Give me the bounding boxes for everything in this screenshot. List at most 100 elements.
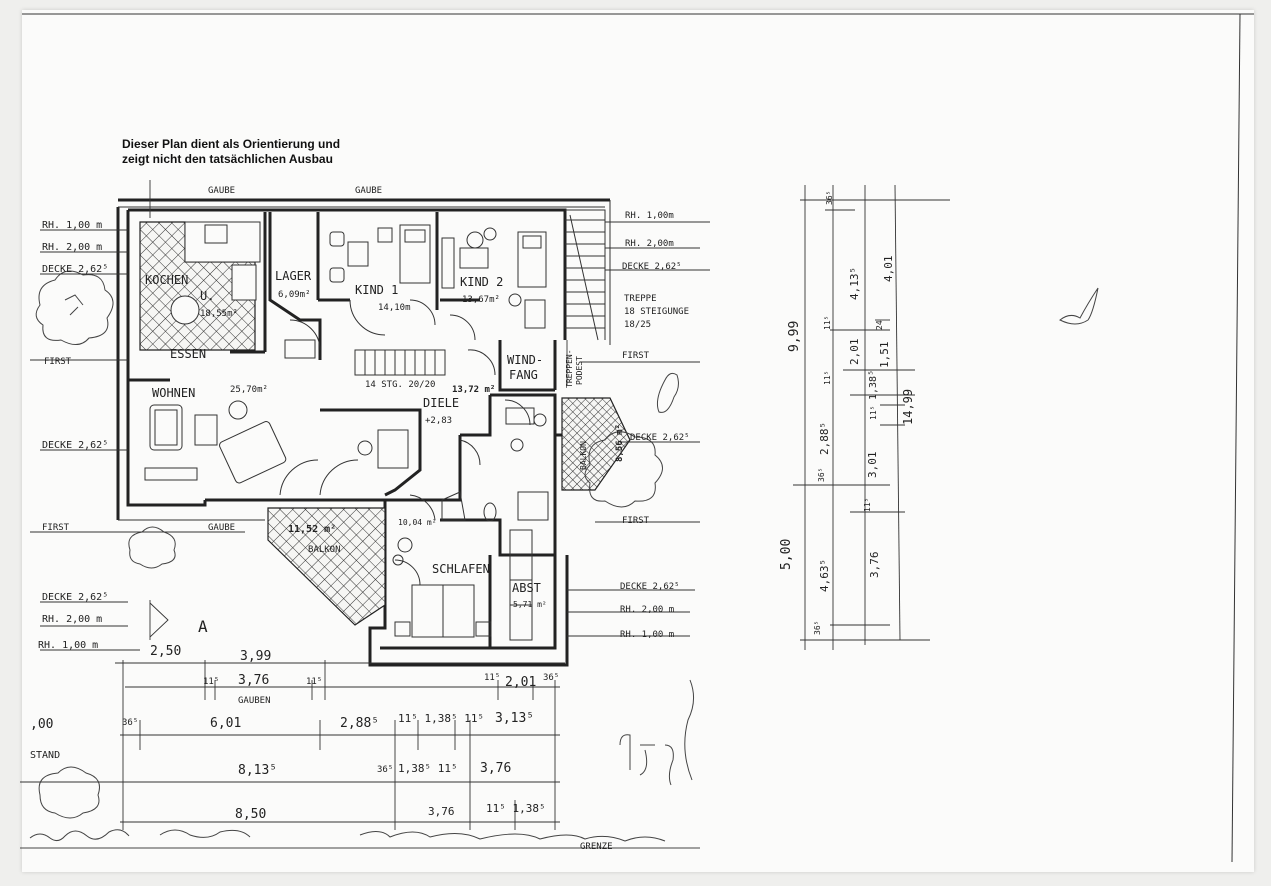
rdim-365-c: 36⁵: [813, 621, 822, 635]
right-rh-1: RH. 1,00m: [625, 211, 674, 221]
gaube-label-2: GAUBE: [355, 186, 382, 196]
kind2-area: 13,67m²: [462, 295, 500, 305]
left-rh-4: RH. 1,00 m: [38, 640, 98, 651]
dim-115-a: 11⁵: [203, 677, 219, 687]
treppe-label-3: 18/25: [624, 320, 651, 330]
dim-3-76-a: 3,76: [238, 673, 269, 688]
rdim-1-51: 1,51: [878, 342, 891, 369]
diele-level: +2,83: [425, 416, 452, 426]
right-decke-1: DECKE 2,62⁵: [622, 262, 682, 272]
room-labels: KOCHEN U. 18,55m² ESSEN LAGER 6,09m² KIN…: [145, 269, 625, 609]
dim-365-a: 36⁵: [543, 673, 559, 683]
dim-138-a: 11⁵ 1,38⁵ 11⁵: [398, 712, 484, 725]
rdim-24: 24: [875, 320, 884, 330]
balcony-label: BALKON: [308, 545, 341, 555]
dim-138-b: 1,38⁵ 11⁵: [398, 762, 458, 775]
stand-label: STAND: [30, 750, 60, 761]
rdim-115-a: 11⁵: [823, 316, 832, 330]
windfang-label-1: WIND-: [507, 353, 543, 367]
gauben-label: GAUBEN: [238, 696, 271, 706]
disclaimer-note: Dieser Plan dient als Orientierung und z…: [122, 137, 340, 167]
building-outline: [116, 198, 620, 667]
rdim-2-01: 2,01: [848, 339, 861, 366]
dim-3-99: 3,99: [240, 649, 271, 664]
diele-area: 13,72 m²: [452, 385, 495, 395]
left-rh-3: RH. 2,00 m: [42, 614, 102, 625]
treppe-label-1: TREPPE: [624, 294, 657, 304]
rdim-4-135: 4,13⁵: [848, 267, 861, 300]
disclaimer-line-1: Dieser Plan dient als Orientierung und: [122, 137, 341, 151]
rdim-1-385: 1,38⁵: [868, 370, 879, 400]
dim-138-c: 11⁵ 1,38⁵: [486, 802, 546, 815]
treppenpodest-label-1: TREPPEN-: [565, 349, 574, 388]
treppe-label-2: 18 STEIGUNGE: [624, 307, 689, 317]
furniture: [144, 224, 549, 641]
rdim-14-99: 14,99: [901, 389, 915, 425]
treppenpodest-label-2: PODEST: [575, 356, 584, 385]
right-dimension-lines: [793, 184, 950, 650]
doors: [279, 299, 531, 586]
rdim-115-c: 11⁵: [869, 406, 878, 420]
diele-label: DIELE: [423, 396, 459, 410]
exterior-stair: [565, 214, 605, 341]
kind1-label: KIND 1: [355, 283, 398, 297]
tree-sketches: [35, 270, 1099, 819]
dim-3-76-b: 3,76: [480, 761, 511, 776]
kind2-label: KIND 2: [460, 275, 503, 289]
rdim-3-76: 3,76: [868, 552, 881, 579]
left-annotations: [30, 180, 245, 651]
right-annotations: [566, 221, 710, 637]
right-rh-3: RH. 2,00 m: [620, 605, 674, 615]
dim-365-c: 36⁵: [377, 765, 393, 775]
abst-area: 5,71 m²: [513, 600, 547, 609]
grenze-label: GRENZE: [580, 842, 613, 852]
left-rh-2: RH. 2,00 m: [42, 242, 102, 253]
dim-6-01: 6,01: [210, 716, 241, 731]
right-rh-4: RH. 1,00 m: [620, 630, 674, 640]
rdim-5-00: 5,00: [779, 539, 794, 570]
rdim-4-01: 4,01: [882, 256, 895, 283]
dim-2-885: 2,88⁵: [340, 716, 379, 731]
balcony-area: 11,52 m²: [288, 524, 336, 535]
left-first-2: FIRST: [42, 523, 70, 533]
right-dimension-labels: 36⁵ 4,13⁵ 4,01 9,99 11⁵ 24 2,01 11⁵ 1,51…: [779, 191, 915, 635]
bottom-scribbles: [20, 829, 700, 849]
rdim-365-a: 36⁵: [825, 191, 834, 205]
left-decke-3: DECKE 2,62⁵: [42, 592, 108, 603]
right-decke-2: DECKE 2,62⁵: [630, 433, 690, 443]
gaube-label-1: GAUBE: [208, 186, 235, 196]
lager-area: 6,09m²: [278, 290, 311, 300]
small-balcony-hatch: [561, 397, 631, 491]
interior-stair: [354, 349, 446, 376]
section-marker-a: A: [198, 617, 208, 636]
paper-sheet: [22, 10, 1254, 872]
rdim-4-635: 4,63⁵: [818, 559, 831, 592]
schlafen-label: SCHLAFEN: [432, 562, 490, 576]
wohnen-label: WOHNEN: [152, 386, 195, 400]
dim-3-76-c: 3,76: [428, 805, 455, 818]
dim-8-50: 8,50: [235, 807, 266, 822]
left-annotation-labels: RH. 1,00 m RH. 2,00 m DECKE 2,62⁵ FIRST …: [38, 220, 235, 651]
right-first-1: FIRST: [622, 351, 650, 361]
dim-2-50: 2,50: [150, 644, 181, 659]
dim-115-b: 11⁵: [306, 677, 322, 687]
dim-2-01: 2,01: [505, 675, 536, 690]
kochen-label-2: U.: [200, 289, 214, 303]
left-first-1: FIRST: [44, 357, 72, 367]
rdim-115-b: 11⁵: [823, 371, 832, 385]
lager-label: LAGER: [275, 269, 312, 283]
right-first-2: FIRST: [622, 516, 650, 526]
wohnen-area: 25,70m²: [230, 385, 268, 395]
dim-365-b: 36⁵: [122, 718, 138, 728]
dim-115-c: 11⁵: [484, 673, 500, 683]
kochen-area: 18,55m²: [200, 309, 238, 319]
windfang-label-2: FANG: [509, 368, 538, 382]
kitchen-tile-hatch: [139, 221, 316, 359]
left-gaube: GAUBE: [208, 523, 235, 533]
left-decke-2: DECKE 2,62⁵: [42, 440, 108, 451]
kind1-area: 14,10m: [378, 303, 411, 313]
right-rh-2: RH. 2,00m: [625, 239, 674, 249]
abst-label: ABST: [512, 581, 541, 595]
kochen-label: KOCHEN: [145, 273, 188, 287]
